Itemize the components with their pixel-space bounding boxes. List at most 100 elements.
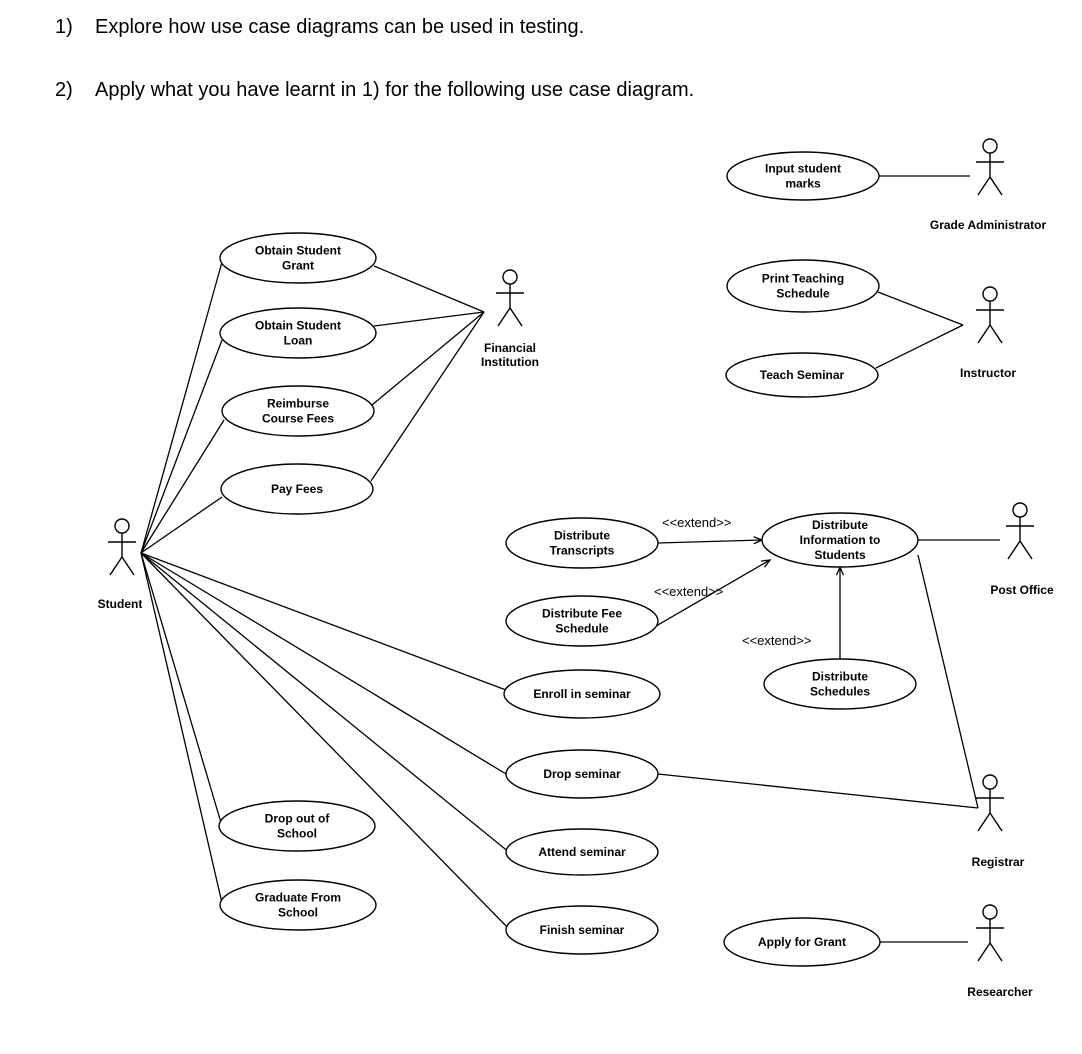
question-1-text: Explore how use case diagrams can be use… (95, 16, 585, 38)
use-case-label: Information to (800, 533, 881, 547)
extend-relationship: <<extend>> (657, 515, 764, 545)
actor-leg (989, 176, 1003, 196)
use-case-ellipse (218, 800, 376, 852)
association-line (373, 311, 485, 327)
actor-head (982, 904, 998, 920)
use-case-ellipse (505, 595, 659, 647)
use-case-label: Obtain Student (255, 244, 341, 258)
use-case-ellipse (505, 828, 659, 876)
association-line (140, 552, 223, 904)
use-case-label: Attend seminar (538, 845, 626, 859)
association-line (140, 552, 511, 854)
use-case-label: Obtain Student (255, 319, 341, 333)
association-line (140, 552, 507, 775)
actor-head (982, 138, 998, 154)
actor-student: Student (98, 518, 142, 611)
actor-post-office: Post Office (990, 502, 1054, 597)
use-case-label: Schedule (776, 287, 830, 301)
extend-label: <<extend>> (742, 633, 811, 648)
use-case-label: Schedules (810, 685, 870, 699)
use-case-ellipse (505, 905, 659, 955)
use-case-label: School (278, 906, 318, 920)
actor-instructor: Instructor (960, 286, 1016, 380)
use-case-ellipse (219, 879, 377, 931)
actor-registrar: Registrar (972, 774, 1025, 869)
use-case-enroll: Enroll in seminar (503, 669, 661, 719)
association-line (140, 261, 223, 554)
actor-leg (977, 812, 991, 832)
extend-arrow-head (760, 559, 772, 568)
use-case-apply-grant: Apply for Grant (723, 917, 881, 967)
actor-head (982, 774, 998, 790)
actor-leg (977, 176, 991, 196)
use-case-label: Loan (284, 334, 313, 348)
actor-researcher: Researcher (967, 904, 1033, 999)
actor-leg (989, 324, 1003, 344)
actor-head (982, 286, 998, 302)
use-case-label: Finish seminar (540, 923, 625, 937)
use-case-ellipse (219, 307, 377, 359)
use-case-ellipse (726, 151, 880, 201)
association-line (371, 311, 485, 406)
actor-leg (121, 556, 135, 576)
use-case-label: Course Fees (262, 412, 334, 426)
actor-label: Registrar (972, 855, 1025, 869)
actor-label: Researcher (967, 985, 1033, 999)
use-case-label: Students (814, 548, 866, 562)
use-case-label: Distribute Fee (542, 607, 622, 621)
extend-arrow-line (655, 559, 771, 627)
use-case-ellipse (503, 669, 661, 719)
use-case-label: Distribute (554, 529, 610, 543)
association-lines (140, 175, 1000, 943)
association-line (140, 419, 225, 554)
actor-label: Financial (484, 341, 536, 355)
association-line (140, 552, 507, 691)
use-case-label: Drop seminar (543, 767, 621, 781)
association-line (140, 552, 223, 827)
use-case-ellipse (723, 917, 881, 967)
actor-leg (977, 942, 991, 962)
question-2-number: 2) (55, 79, 73, 101)
association-line (875, 324, 964, 369)
use-case-label: Pay Fees (271, 482, 323, 496)
association-line (877, 291, 964, 326)
use-case-label: Graduate From (255, 891, 341, 905)
actor-head (502, 269, 518, 285)
actor-label: Instructor (960, 366, 1016, 380)
use-case-label: Grant (282, 259, 314, 273)
extend-arrow-line (657, 539, 763, 544)
actor-label: Post Office (990, 583, 1054, 597)
question-2-text: Apply what you have learnt in 1) for the… (95, 79, 695, 101)
question-1: 1)Explore how use case diagrams can be u… (55, 16, 584, 39)
association-line (657, 773, 979, 809)
use-case-ellipse (220, 463, 374, 515)
actor-leg (989, 812, 1003, 832)
use-case-label: Input student (765, 162, 841, 176)
association-line (140, 552, 511, 931)
question-2: 2) Apply what you have learnt in 1) for t… (55, 79, 694, 102)
use-case-finish: Finish seminar (505, 905, 659, 955)
actor-label: Institution (481, 355, 539, 369)
actor-leg (977, 324, 991, 344)
use-case-label: Apply for Grant (758, 935, 846, 949)
use-case-ellipse (726, 259, 880, 313)
actor-head (114, 518, 130, 534)
use-case-ellipse (761, 512, 919, 568)
use-case-pay-fees: Pay Fees (220, 463, 374, 515)
use-case-ellipse (505, 749, 659, 799)
actor-leg (1007, 540, 1021, 560)
actor-leg (509, 307, 523, 327)
use-case-label: Print Teaching (762, 272, 844, 286)
use-case-label: marks (785, 177, 821, 191)
